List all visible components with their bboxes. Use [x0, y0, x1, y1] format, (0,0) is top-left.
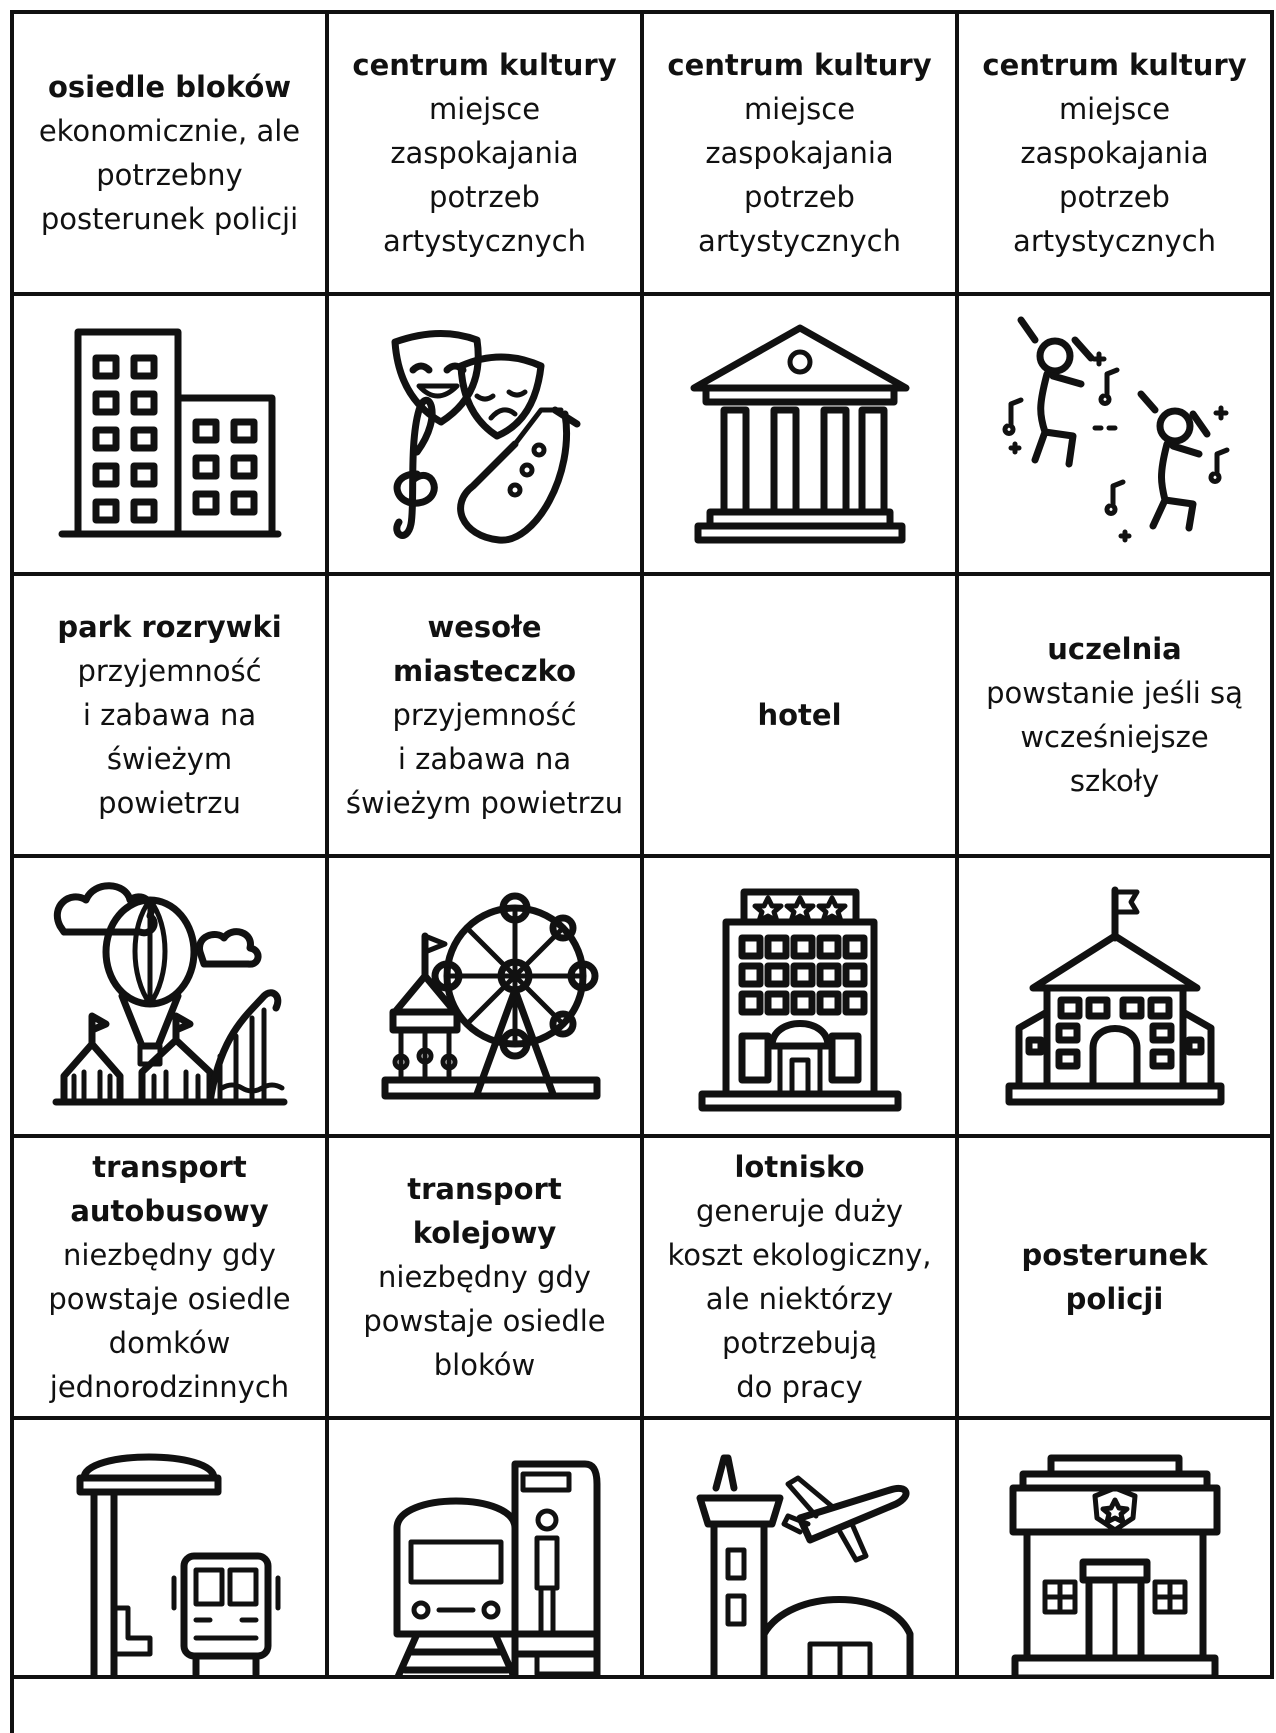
university-icon	[1005, 886, 1224, 1106]
apartment-blocks-cell	[14, 296, 329, 576]
card-centrum-kultury-1: centrum kultury miejsce zaspokajania potr…	[329, 14, 644, 296]
card-wesole-miasteczko: wesołe miasteczko przyjemność i zabawa na…	[329, 576, 644, 858]
amusement-park-icon	[52, 882, 287, 1106]
card-hotel: hotel	[644, 576, 959, 858]
museum-columns-icon	[690, 324, 909, 544]
hotel-icon	[698, 888, 901, 1112]
theater-music-icon	[391, 330, 580, 544]
card-title: centrum kultury	[352, 48, 617, 82]
card-centrum-kultury-2: centrum kultury miejsce zaspokajania potr…	[644, 14, 959, 296]
card-desc: niezbędny gdy powstaje osiedle bloków	[363, 1260, 606, 1382]
dancing-cell	[959, 296, 1274, 576]
airport-cell	[644, 1420, 959, 1679]
card-title: posterunek policji	[1021, 1238, 1208, 1316]
card-uczelnia: uczelnia powstanie jeśli są wcześniejsze …	[959, 576, 1274, 858]
card-sheet: osiedle bloków ekonomicznie, ale potrzebn…	[10, 10, 1274, 1733]
icon-row-3	[14, 1420, 1274, 1679]
card-transport-kolejowy: transport kolejowy niezbędny gdy powstaje…	[329, 1138, 644, 1420]
hotel-cell	[644, 858, 959, 1138]
card-title: centrum kultury	[667, 48, 932, 82]
card-desc: przyjemność i zabawa na świeżym powietrz…	[77, 654, 262, 820]
museum-cell	[644, 296, 959, 576]
card-title: park rozrywki	[57, 610, 282, 644]
icon-row-1	[14, 296, 1274, 576]
train-station-icon	[393, 1460, 600, 1675]
icon-row-2	[14, 858, 1274, 1138]
bus-stop-cell	[14, 1420, 329, 1679]
police-station-icon	[1009, 1454, 1220, 1675]
card-title: lotnisko	[734, 1150, 865, 1184]
card-title: osiedle bloków	[47, 70, 292, 104]
apartment-blocks-icon	[58, 328, 281, 538]
train-station-cell	[329, 1420, 644, 1679]
card-title: centrum kultury	[982, 48, 1247, 82]
ferris-wheel-cell	[329, 858, 644, 1138]
card-posterunek-policji: posterunek policji	[959, 1138, 1274, 1420]
card-centrum-kultury-3: centrum kultury miejsce zaspokajania potr…	[959, 14, 1274, 296]
text-row-2: park rozrywki przyjemność i zabawa na świ…	[14, 576, 1274, 858]
card-desc: ekonomicznie, ale potrzebny posterunek p…	[38, 114, 301, 236]
card-lotnisko: lotnisko generuje duży koszt ekologiczny,…	[644, 1138, 959, 1420]
police-station-cell	[959, 1420, 1274, 1679]
airport-icon	[696, 1454, 913, 1675]
bus-stop-icon	[76, 1453, 280, 1675]
card-desc: generuje duży koszt ekologiczny, ale nie…	[667, 1194, 932, 1404]
amusement-park-cell	[14, 858, 329, 1138]
theater-music-cell	[329, 296, 644, 576]
dancing-people-icon	[1002, 316, 1229, 543]
text-row-1: osiedle bloków ekonomicznie, ale potrzebn…	[14, 14, 1274, 296]
card-title: wesołe miasteczko	[392, 610, 577, 688]
card-desc: miejsce zaspokajania potrzeb artystyczny…	[698, 92, 901, 258]
card-desc: powstanie jeśli są wcześniejsze szkoły	[986, 676, 1243, 798]
ferris-wheel-icon	[381, 892, 600, 1100]
card-desc: miejsce zaspokajania potrzeb artystyczny…	[1013, 92, 1216, 258]
card-desc: niezbędny gdy powstaje osiedle domków je…	[48, 1238, 291, 1404]
text-row-3: transport autobusowy niezbędny gdy powsta…	[14, 1138, 1274, 1420]
card-title: transport kolejowy	[407, 1172, 562, 1250]
card-title: uczelnia	[1047, 632, 1182, 666]
card-osiedle-blokow: osiedle bloków ekonomicznie, ale potrzebn…	[14, 14, 329, 296]
card-transport-autobusowy: transport autobusowy niezbędny gdy powsta…	[14, 1138, 329, 1420]
card-park-rozrywki: park rozrywki przyjemność i zabawa na świ…	[14, 576, 329, 858]
card-title: transport autobusowy	[70, 1150, 269, 1228]
card-title: hotel	[757, 698, 842, 732]
university-cell	[959, 858, 1274, 1138]
card-desc: miejsce zaspokajania potrzeb artystyczny…	[383, 92, 586, 258]
card-desc: przyjemność i zabawa na świeżym powietrz…	[345, 698, 624, 820]
